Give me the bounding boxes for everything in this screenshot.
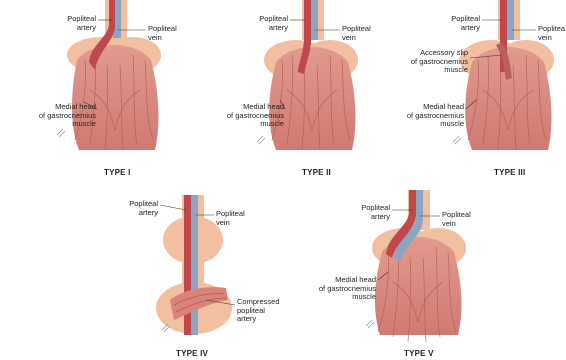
scale-mark-3 (453, 136, 461, 144)
label-medial-head-3: Medial head of gastrocnemius muscle (382, 103, 464, 129)
label-popliteal-vein-2: Popliteal vein (342, 25, 382, 42)
popliteal-vein-3 (507, 0, 514, 40)
label-compressed-artery-4: Compressed popliteal artery (237, 298, 293, 324)
label-popliteal-artery-4: Popliteal artery (112, 200, 158, 217)
label-popliteal-vein-1: Popliteal vein (148, 25, 188, 42)
panel-title-type-4: TYPE IV (176, 349, 208, 358)
popliteal-vein-2 (311, 0, 318, 40)
label-medial-head-1: Medial head of gastrocnemius muscle (16, 103, 96, 129)
panel-title-type-3: TYPE III (494, 168, 525, 177)
label-popliteal-vein-3: Poplitea vein (538, 25, 566, 42)
label-popliteal-artery-2: Popliteal artery (240, 15, 288, 32)
label-popliteal-artery-5: Popliteal artery (344, 204, 390, 221)
scale-mark-5 (366, 320, 374, 328)
label-popliteal-artery-3: Popliteal artery (432, 15, 480, 32)
label-popliteal-artery-1: Popliteal artery (48, 15, 96, 32)
label-medial-head-2: Medial head of gastrocnemius muscle (200, 103, 284, 129)
panel-title-type-2: TYPE II (302, 168, 331, 177)
label-popliteal-vein-5: Popliteal vein (442, 211, 482, 228)
label-accessory-slip-3: Accessory slip of gastrocnemius muscle (396, 49, 468, 75)
label-popliteal-vein-4: Popliteal vein (216, 210, 256, 227)
label-medial-head-5: Medial head of gastrocnemius muscle (292, 276, 376, 302)
popliteal-vein-4 (191, 195, 198, 335)
panel-title-type-5: TYPE V (404, 349, 434, 358)
scale-mark-2 (257, 136, 265, 144)
panel-title-type-1: TYPE I (104, 168, 131, 177)
scale-mark-1 (57, 129, 65, 137)
